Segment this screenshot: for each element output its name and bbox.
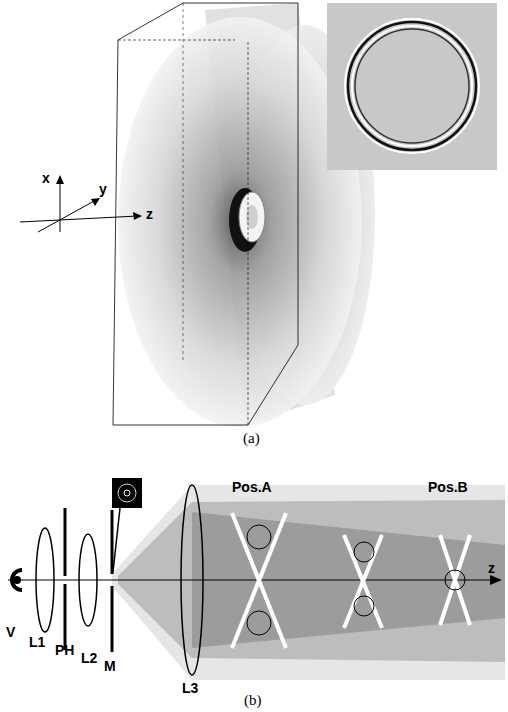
arrowhead	[91, 198, 100, 206]
part-label: L2	[81, 650, 97, 666]
leader-line	[113, 508, 120, 572]
ring	[345, 19, 479, 153]
ray	[344, 535, 382, 628]
front-wavefront	[118, 17, 362, 427]
ray	[232, 513, 286, 648]
part-label: Pos.A	[232, 479, 272, 495]
ring	[118, 484, 136, 502]
bounding-box	[113, 3, 298, 425]
x-axis	[60, 180, 61, 232]
part-label: PH	[55, 642, 74, 658]
beam-outer	[112, 485, 505, 680]
focus-spot	[354, 542, 374, 562]
panel-caption: (a)	[243, 430, 260, 446]
lens	[181, 485, 203, 675]
core-bulb	[239, 192, 265, 242]
lens	[79, 534, 97, 626]
box-edge	[118, 40, 235, 41]
focus-spot	[354, 596, 374, 616]
part-label: z	[146, 206, 153, 222]
arrowhead	[133, 212, 142, 220]
part-label: M	[104, 658, 116, 674]
mask-inset	[112, 478, 142, 508]
ring	[124, 490, 130, 496]
part-label: V	[6, 624, 15, 640]
part-label: L3	[182, 680, 198, 696]
pinhole-plate	[64, 584, 67, 650]
focus-spot	[247, 525, 271, 549]
ray	[232, 513, 286, 648]
ring	[352, 26, 472, 146]
part-label: Pos.B	[428, 479, 468, 495]
mask-plate	[111, 510, 114, 574]
y-axis	[38, 200, 96, 232]
panel-caption: (b)	[244, 692, 262, 708]
focus-spot	[247, 611, 271, 635]
ray	[344, 535, 382, 628]
source-symbol	[12, 570, 22, 590]
lens	[36, 528, 54, 632]
ray	[440, 535, 470, 625]
part-label: z	[488, 560, 495, 576]
inset-image	[327, 3, 497, 170]
ring	[348, 22, 476, 150]
optical-axis	[8, 580, 492, 581]
part-label: y	[99, 181, 107, 197]
pinhole-plate	[64, 508, 67, 576]
focus-spot	[445, 570, 465, 590]
ray	[440, 535, 470, 625]
mask-plate	[111, 586, 114, 652]
box-edge	[183, 3, 184, 360]
arrowhead	[490, 575, 502, 585]
part-label: L1	[29, 634, 45, 650]
part-label: x	[42, 170, 50, 186]
ring	[355, 29, 469, 143]
box-edge	[248, 40, 249, 425]
arrowhead	[56, 175, 64, 184]
beam-middle	[118, 500, 505, 662]
source-dot	[13, 576, 21, 584]
z-axis	[20, 216, 138, 222]
